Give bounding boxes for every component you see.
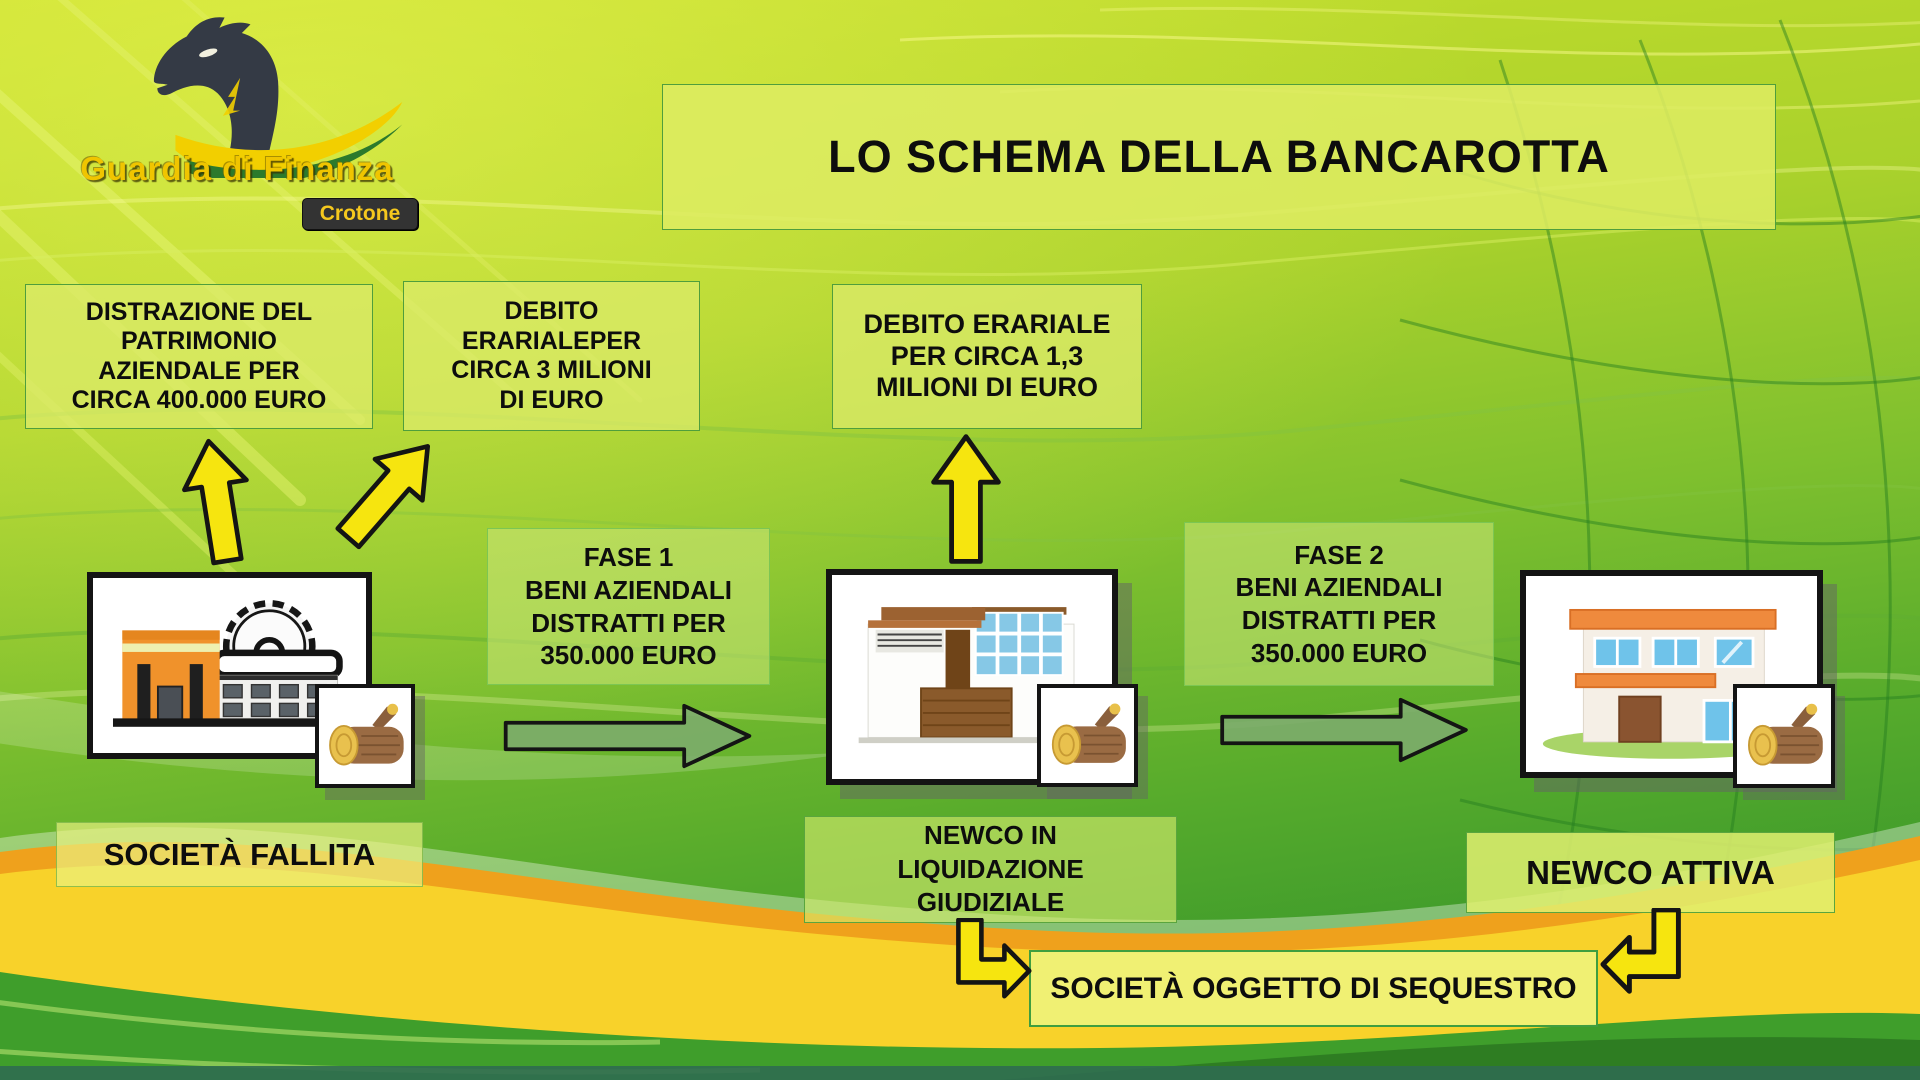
modern-house-image [826,569,1118,785]
societa-sequestro-text: SOCIETÀ OGGETTO DI SEQUESTRO [1050,971,1577,1005]
label-newco-liquidazione: NEWCO IN LIQUIDAZIONE GIUDIZIALE [804,816,1177,923]
arrow-fase1 [503,703,752,769]
logo-unit-badge: Crotone [302,198,418,230]
label-newco-attiva: NEWCO ATTIVA [1466,832,1835,913]
sawmill-image [87,572,372,759]
societa-fallita-text: SOCIETÀ FALLITA [103,836,376,872]
arrow-up-distrazione [182,438,249,566]
callout-distrazione: DISTRAZIONE DEL PATRIMONIO AZIENDALE PER… [25,284,373,429]
newco-attiva-text: NEWCO ATTIVA [1526,853,1775,891]
log-image-2 [1037,684,1138,787]
page-title: LO SCHEMA DELLA BANCAROTTA [828,131,1610,182]
arrow-up-debito-1 [335,444,431,550]
log-image-3 [1733,684,1835,788]
fase2-box: FASE 2 BENI AZIENDALI DISTRATTI PER 350.… [1184,522,1494,686]
arrow-up-debito-2 [931,434,1001,564]
gdf-logo: Guardia di Finanza Crotone [0,0,460,240]
title-box: LO SCHEMA DELLA BANCAROTTA [662,84,1776,230]
label-societa-sequestro: SOCIETÀ OGGETTO DI SEQUESTRO [1029,950,1598,1027]
callout-debito-erariale-1: DEBITO ERARIALEPER CIRCA 3 MILIONI DI EU… [403,281,700,431]
arrow-bent-left [956,918,1032,999]
label-societa-fallita: SOCIETÀ FALLITA [56,822,423,887]
callout-debito-erariale-2: DEBITO ERARIALE PER CIRCA 1,3 MILIONI DI… [832,284,1142,429]
arrow-fase2 [1220,697,1468,763]
fase1-box: FASE 1 BENI AZIENDALI DISTRATTI PER 350.… [487,528,770,685]
eagle-icon [153,17,403,178]
arrow-bent-right [1600,908,1681,994]
logo-brand-text: Guardia di Finanza [80,150,394,187]
log-icon [1051,703,1126,765]
log-icon [1748,703,1823,766]
log-icon [329,703,404,766]
modern-house-icon [858,607,1086,744]
log-image-1 [315,684,415,788]
